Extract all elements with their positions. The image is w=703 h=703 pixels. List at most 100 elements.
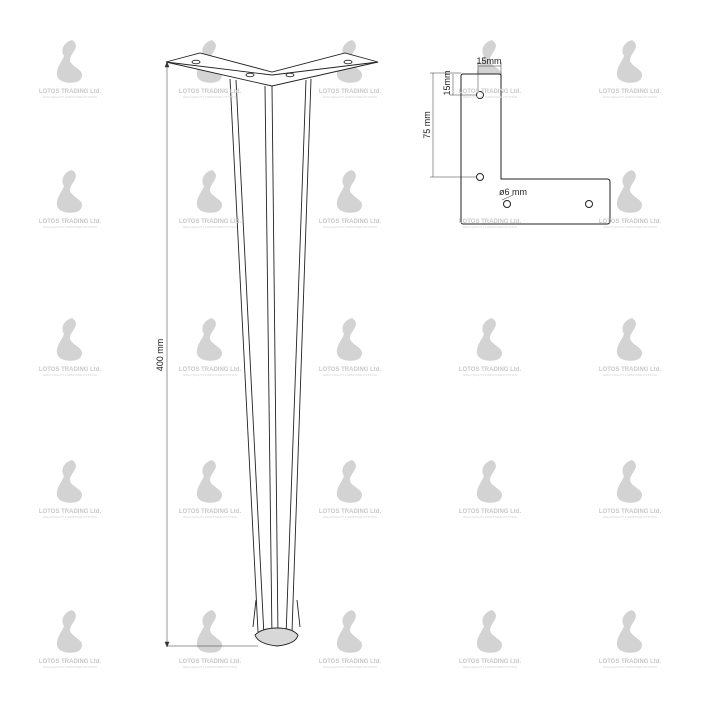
- watermark-tagline: HIGH QUALITY FURNITURE FITTINGS: [183, 95, 237, 99]
- watermark-label: LOTOS TRADING Ltd.HIGH QUALITY FURNITURE…: [179, 509, 242, 519]
- watermark-tagline: HIGH QUALITY FURNITURE FITTINGS: [43, 95, 97, 99]
- watermark-label: LOTOS TRADING Ltd.HIGH QUALITY FURNITURE…: [459, 659, 522, 669]
- flame-logo-icon: [336, 460, 363, 503]
- watermark-company: LOTOS TRADING Ltd.: [39, 367, 102, 373]
- watermark-tagline: HIGH QUALITY FURNITURE FITTINGS: [43, 665, 97, 669]
- flame-logo-icon: [476, 460, 503, 503]
- watermark-label: LOTOS TRADING Ltd.HIGH QUALITY FURNITURE…: [39, 367, 102, 377]
- watermark-company: LOTOS TRADING Ltd.: [179, 89, 242, 95]
- watermark-label: LOTOS TRADING Ltd.HIGH QUALITY FURNITURE…: [599, 367, 662, 377]
- mounting-bracket: [460, 73, 611, 225]
- flame-logo-icon: [476, 40, 503, 83]
- watermark-label: LOTOS TRADING Ltd.HIGH QUALITY FURNITURE…: [319, 89, 382, 99]
- watermark-label: LOTOS TRADING Ltd.HIGH QUALITY FURNITURE…: [599, 659, 662, 669]
- watermark-company: LOTOS TRADING Ltd.: [39, 89, 102, 95]
- plate-hole: [191, 59, 201, 65]
- watermark-tagline: HIGH QUALITY FURNITURE FITTINGS: [323, 95, 377, 99]
- watermark-label: LOTOS TRADING Ltd.HIGH QUALITY FURNITURE…: [599, 509, 662, 519]
- bracket-hole: [585, 200, 593, 208]
- watermark-tagline: HIGH QUALITY FURNITURE FITTINGS: [603, 515, 657, 519]
- flame-logo-icon: [56, 610, 83, 653]
- flame-logo-icon: [196, 318, 223, 361]
- flame-logo-icon: [336, 610, 363, 653]
- horizontal-offset-label: 15mm: [476, 56, 501, 66]
- watermark-company: LOTOS TRADING Ltd.: [39, 509, 102, 515]
- watermark-label: LOTOS TRADING Ltd.HIGH QUALITY FURNITURE…: [179, 219, 242, 229]
- watermark-label: LOTOS TRADING Ltd.HIGH QUALITY FURNITURE…: [319, 367, 382, 377]
- watermark-label: LOTOS TRADING Ltd.HIGH QUALITY FURNITURE…: [319, 509, 382, 519]
- flame-logo-icon: [616, 318, 643, 361]
- watermark-company: LOTOS TRADING Ltd.: [599, 89, 662, 95]
- plate-hole: [245, 72, 255, 78]
- watermark-company: LOTOS TRADING Ltd.: [319, 367, 382, 373]
- watermark-label: LOTOS TRADING Ltd.HIGH QUALITY FURNITURE…: [39, 659, 102, 669]
- watermark-tagline: HIGH QUALITY FURNITURE FITTINGS: [323, 373, 377, 377]
- flame-logo-icon: [336, 318, 363, 361]
- watermark-label: LOTOS TRADING Ltd.HIGH QUALITY FURNITURE…: [179, 367, 242, 377]
- watermark-tagline: HIGH QUALITY FURNITURE FITTINGS: [43, 373, 97, 377]
- watermark-text-layer: LOTOS TRADING Ltd.HIGH QUALITY FURNITURE…: [39, 89, 662, 669]
- bracket-hole: [503, 200, 511, 208]
- watermark-tagline: HIGH QUALITY FURNITURE FITTINGS: [323, 665, 377, 669]
- watermark-label: LOTOS TRADING Ltd.HIGH QUALITY FURNITURE…: [179, 89, 242, 99]
- plate-hole: [285, 72, 295, 78]
- flame-logo-icon: [56, 460, 83, 503]
- flame-logo-icon: [476, 610, 503, 653]
- hole-spacing-label: 75 mm: [422, 111, 432, 139]
- flame-logo-icon: [196, 610, 223, 653]
- watermark-company: LOTOS TRADING Ltd.: [39, 659, 102, 665]
- watermark-label: LOTOS TRADING Ltd.HIGH QUALITY FURNITURE…: [599, 89, 662, 99]
- bracket-dimensions: [430, 62, 514, 201]
- watermark-tagline: HIGH QUALITY FURNITURE FITTINGS: [183, 373, 237, 377]
- watermark-company: LOTOS TRADING Ltd.: [179, 659, 242, 665]
- watermark-label: LOTOS TRADING Ltd.HIGH QUALITY FURNITURE…: [599, 219, 662, 229]
- flame-logo-icon: [56, 170, 83, 213]
- watermark-tagline: HIGH QUALITY FURNITURE FITTINGS: [323, 225, 377, 229]
- hairpin-leg: [165, 52, 379, 647]
- watermark-tagline: HIGH QUALITY FURNITURE FITTINGS: [183, 515, 237, 519]
- watermark-company: LOTOS TRADING Ltd.: [319, 219, 382, 225]
- watermark-tagline: HIGH QUALITY FURNITURE FITTINGS: [323, 515, 377, 519]
- watermark-tagline: HIGH QUALITY FURNITURE FITTINGS: [603, 225, 657, 229]
- watermark-label: LOTOS TRADING Ltd.HIGH QUALITY FURNITURE…: [179, 659, 242, 669]
- watermark-label: LOTOS TRADING Ltd.HIGH QUALITY FURNITURE…: [39, 219, 102, 229]
- watermark-company: LOTOS TRADING Ltd.: [599, 367, 662, 373]
- watermark-tagline: HIGH QUALITY FURNITURE FITTINGS: [463, 373, 517, 377]
- plate-hole: [343, 59, 353, 65]
- flame-logo-icon: [196, 170, 223, 213]
- watermark-company: LOTOS TRADING Ltd.: [459, 89, 522, 95]
- watermark-tagline: HIGH QUALITY FURNITURE FITTINGS: [183, 225, 237, 229]
- watermark-company: LOTOS TRADING Ltd.: [319, 659, 382, 665]
- flame-logo-icon: [336, 170, 363, 213]
- leg-rods: [229, 78, 312, 639]
- watermark-company: LOTOS TRADING Ltd.: [459, 367, 522, 373]
- watermark-company: LOTOS TRADING Ltd.: [599, 659, 662, 665]
- flame-logo-icon: [56, 40, 83, 83]
- watermark-tagline: HIGH QUALITY FURNITURE FITTINGS: [183, 665, 237, 669]
- watermark-tagline: HIGH QUALITY FURNITURE FITTINGS: [43, 225, 97, 229]
- flame-logo-icon: [196, 460, 223, 503]
- watermark-company: LOTOS TRADING Ltd.: [599, 509, 662, 515]
- watermark-label: LOTOS TRADING Ltd.HIGH QUALITY FURNITURE…: [459, 89, 522, 99]
- leg-foot: [254, 627, 299, 647]
- watermark-label: LOTOS TRADING Ltd.HIGH QUALITY FURNITURE…: [319, 219, 382, 229]
- watermark-company: LOTOS TRADING Ltd.: [459, 509, 522, 515]
- bracket-outline: [460, 73, 611, 225]
- watermark-company: LOTOS TRADING Ltd.: [319, 509, 382, 515]
- height-label: 400 mm: [155, 339, 165, 372]
- watermark-company: LOTOS TRADING Ltd.: [459, 219, 522, 225]
- flame-logo-icon: [616, 170, 643, 213]
- hole-diameter-label: ø6 mm: [499, 187, 527, 197]
- watermark-tagline: HIGH QUALITY FURNITURE FITTINGS: [463, 95, 517, 99]
- flame-logo-icon: [616, 460, 643, 503]
- watermark-company: LOTOS TRADING Ltd.: [179, 367, 242, 373]
- watermark-logo-layer: [56, 40, 643, 653]
- watermark-tagline: HIGH QUALITY FURNITURE FITTINGS: [603, 373, 657, 377]
- flame-logo-icon: [476, 318, 503, 361]
- flame-logo-icon: [616, 40, 643, 83]
- watermark-label: LOTOS TRADING Ltd.HIGH QUALITY FURNITURE…: [39, 89, 102, 99]
- flame-logo-icon: [616, 610, 643, 653]
- watermark-label: LOTOS TRADING Ltd.HIGH QUALITY FURNITURE…: [319, 659, 382, 669]
- bracket-hole: [476, 91, 484, 99]
- height-dimension: [164, 61, 258, 648]
